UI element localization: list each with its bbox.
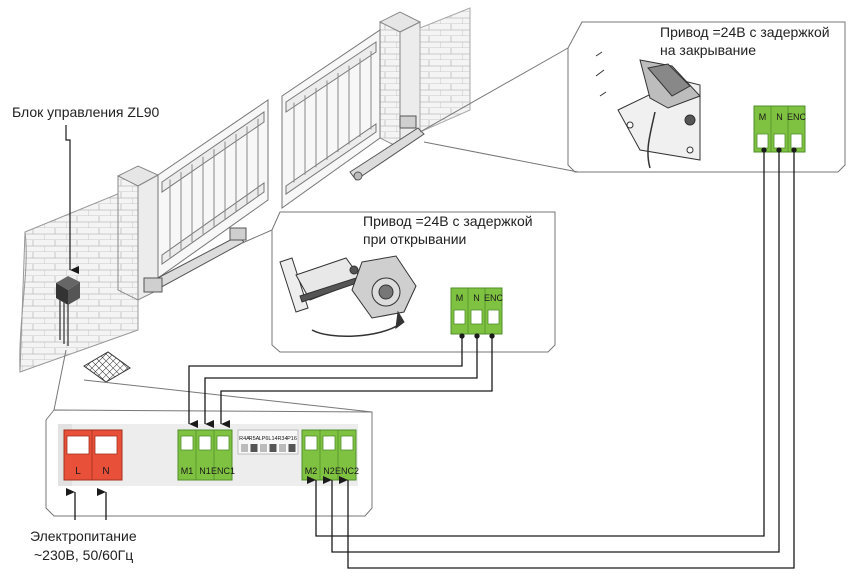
power-label-line2: ~230В, 50/60Гц — [34, 547, 134, 563]
left-pillar — [116, 165, 160, 301]
dip-label: R34 — [277, 436, 287, 442]
terminal-pin-label: ENC — [787, 112, 807, 122]
control-unit-pointer — [65, 125, 79, 274]
dip-label: R5A — [249, 436, 260, 442]
motor-open-mechanism — [279, 255, 417, 337]
wires — [66, 147, 797, 569]
terminal-pin-label: N2 — [323, 466, 335, 476]
motor-close-label-line1: Привод =24В с задержкой — [660, 24, 830, 40]
gate-operator-right — [349, 115, 425, 181]
motor-open-label-line1: Привод =24В с задержкой — [363, 213, 533, 229]
control-unit-label: Блок управления ZL90 — [12, 104, 160, 120]
terminal-pin-label: L — [75, 466, 81, 477]
motor-close-label-line2: на закрывание — [660, 42, 756, 58]
terminal-pin-label: M — [759, 112, 767, 122]
terminal-pin-label: M1 — [181, 466, 194, 476]
terminal-pin-label: ENC1 — [211, 466, 235, 476]
terminal-pin-label: N — [473, 293, 480, 303]
wire-m1 — [188, 336, 463, 428]
terminal-pin-label: ENC — [484, 293, 504, 303]
dip-label: LP6 — [259, 436, 269, 442]
terminal-pin-label: N — [102, 466, 109, 477]
dip-label: R4A — [239, 436, 250, 442]
dip-label: L14 — [268, 436, 277, 442]
wire-m2 — [307, 150, 765, 537]
terminal-pin-label: N1 — [199, 466, 211, 476]
terminal-pin-label: M2 — [305, 466, 318, 476]
gate-scene — [19, 7, 471, 383]
dip-label: P16 — [287, 436, 297, 442]
power-label-line1: Электропитание — [30, 528, 137, 544]
terminal-pin-label: ENC2 — [335, 466, 359, 476]
left-gate-leaf — [157, 99, 269, 279]
wire-enc2 — [339, 150, 795, 569]
terminal-pin-label: N — [776, 112, 783, 122]
floor-grate — [83, 351, 131, 383]
motor-open-label-line2: при открывании — [363, 231, 467, 247]
wire-enc1 — [220, 336, 493, 428]
wire-n1 — [204, 336, 478, 428]
control-box — [56, 276, 80, 346]
terminal-pin-label: M — [456, 293, 464, 303]
wire-n2 — [323, 150, 780, 553]
right-gate-leaf — [281, 29, 381, 209]
motor-close-mechanism — [595, 51, 701, 169]
